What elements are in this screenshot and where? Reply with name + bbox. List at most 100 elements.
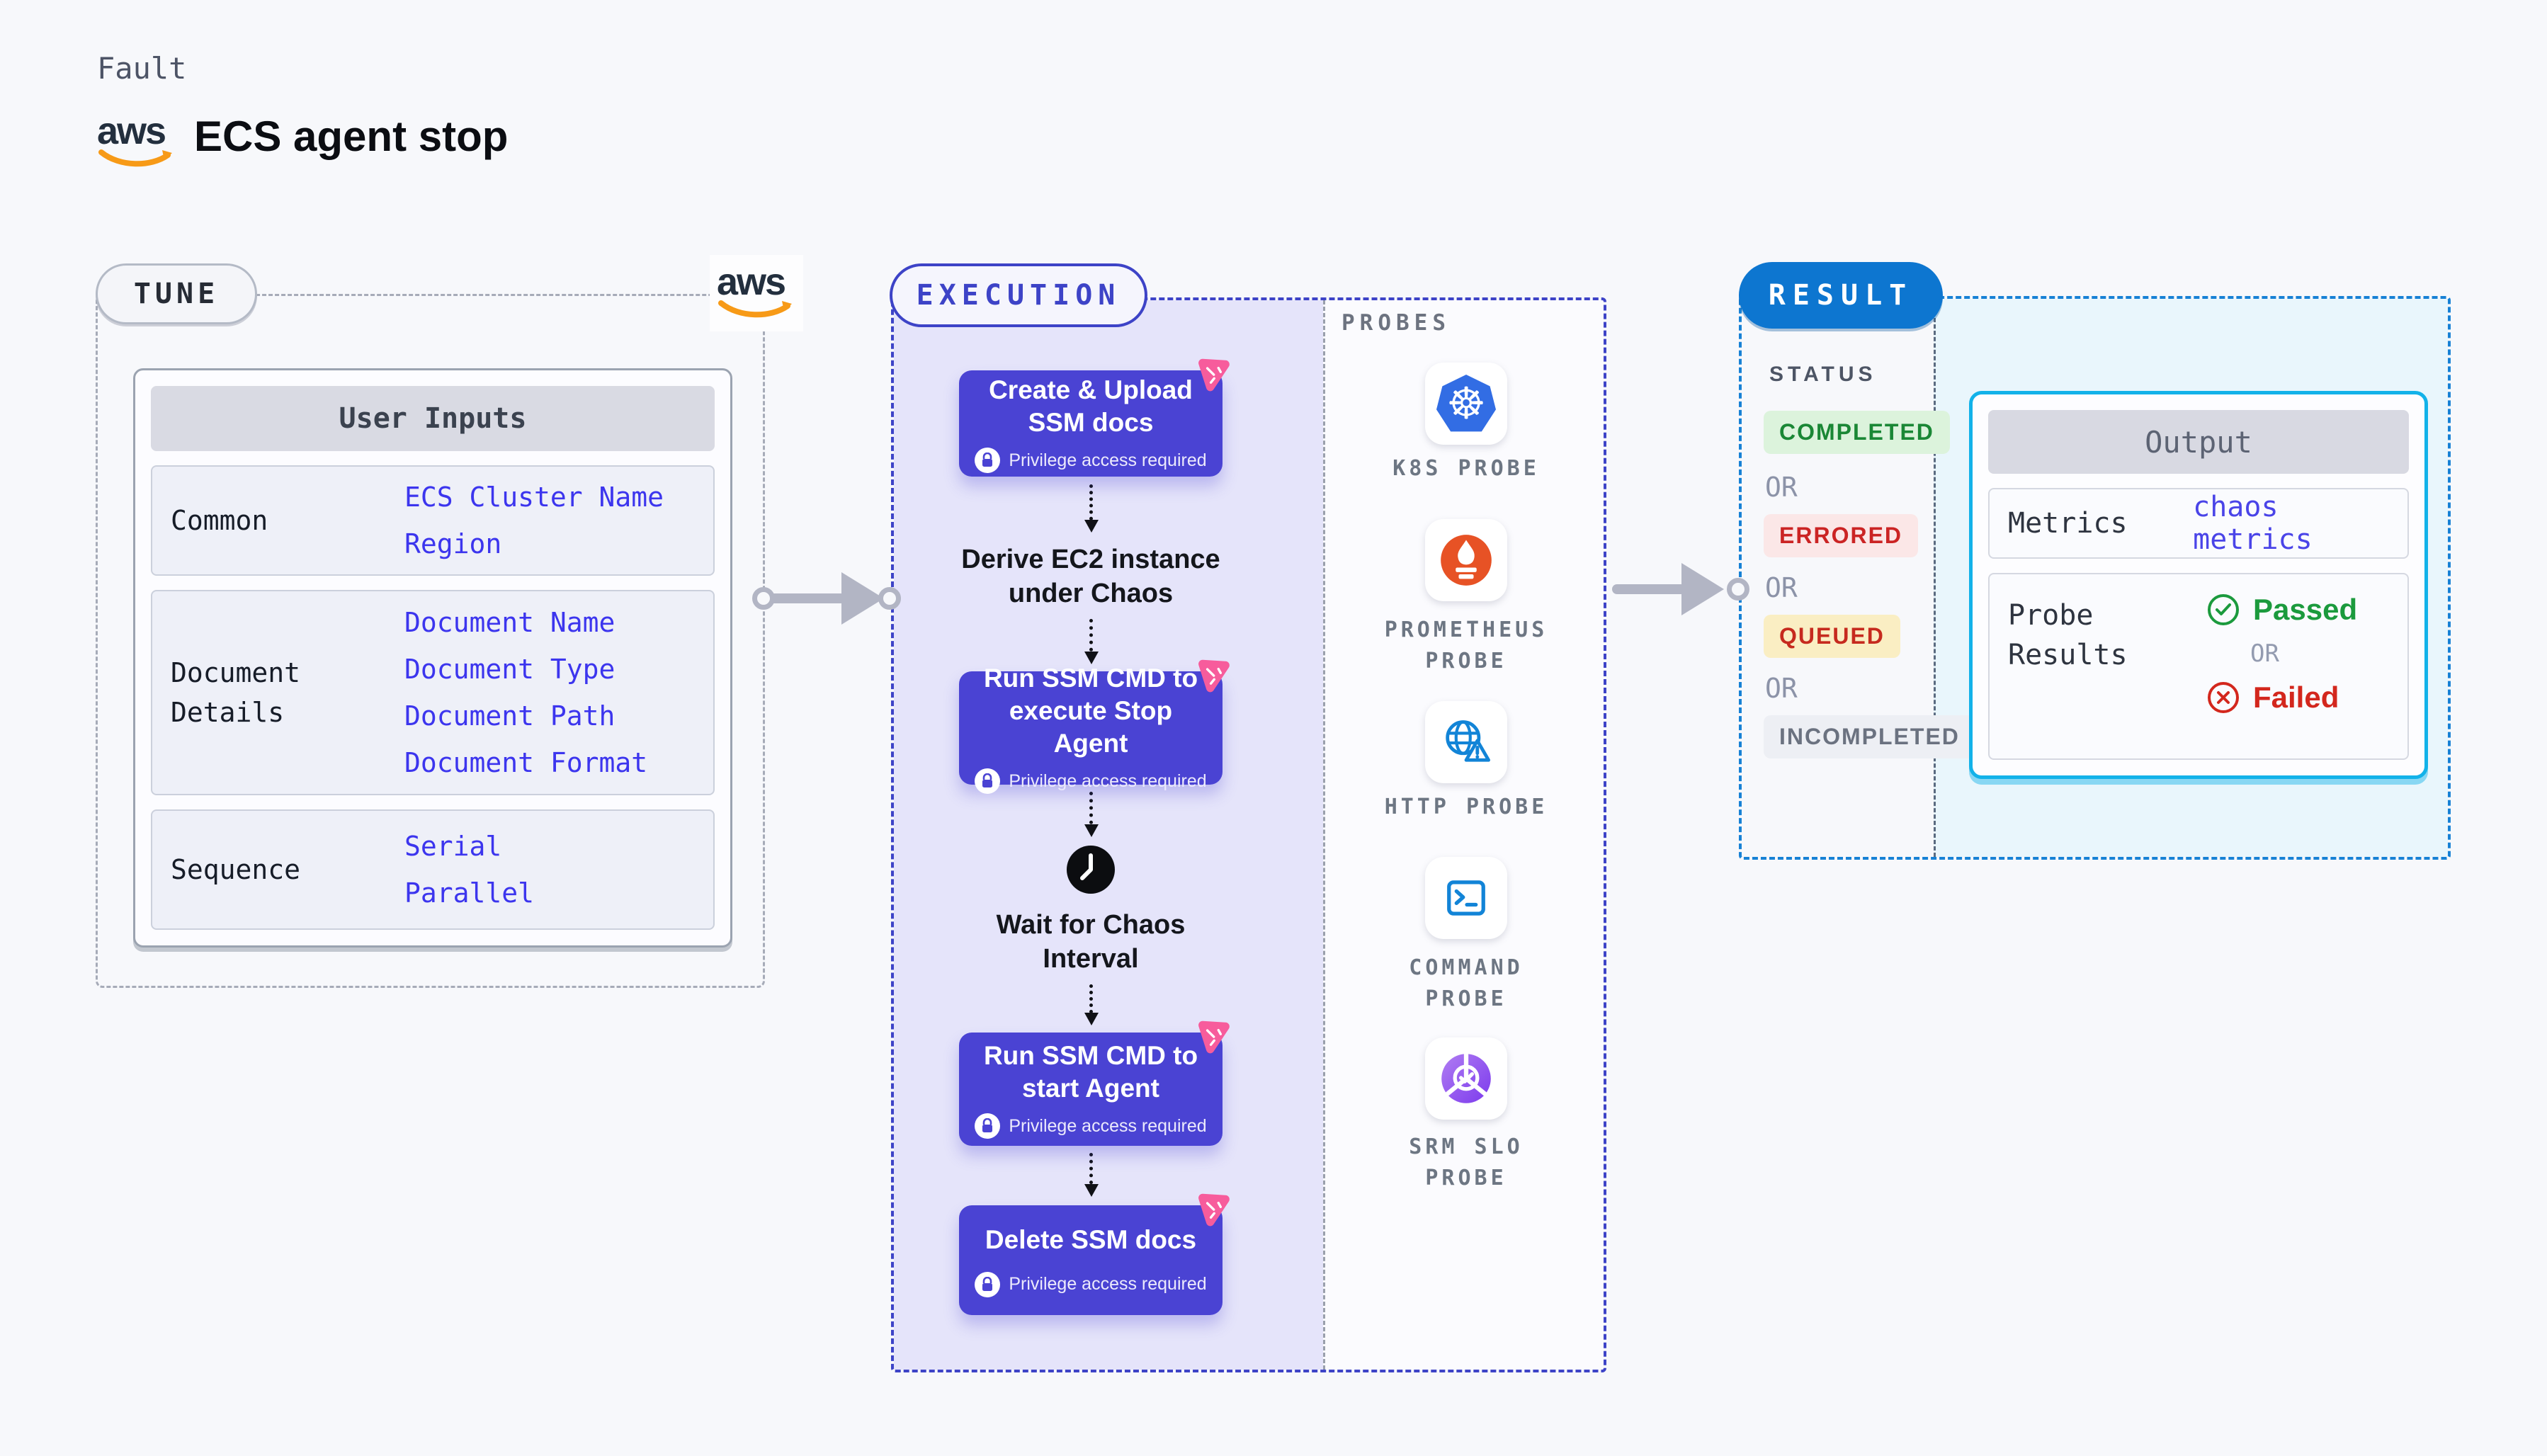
table-row-document-details: Document Details Document Name Document … <box>151 590 715 795</box>
check-circle-icon <box>2208 594 2239 625</box>
or-separator: OR <box>1765 572 1798 603</box>
aws-logo-text: aws <box>97 110 166 152</box>
chaos-fault-icon <box>1198 1193 1230 1227</box>
probe-tile-http <box>1425 701 1507 783</box>
chaos-fault-icon <box>1198 1020 1230 1054</box>
or-separator: OR <box>2250 639 2279 668</box>
probe-label: K8S PROBE <box>1392 456 1540 481</box>
connector-ring <box>878 587 901 610</box>
x-circle-icon <box>2208 682 2239 713</box>
status-badge-completed: COMPLETED <box>1764 411 1950 454</box>
output-row-probe-results: Probe Results Passed OR Failed <box>1988 573 2409 760</box>
user-inputs-header: User Inputs <box>151 386 715 451</box>
input-link-document-format[interactable]: Document Format <box>404 747 648 778</box>
flow-arrow <box>1084 619 1099 664</box>
prometheus-icon <box>1441 535 1492 586</box>
tune-pill: TUNE <box>96 263 257 324</box>
aws-smile-icon <box>98 149 172 167</box>
flow-arrow <box>1084 484 1099 533</box>
probe-results-label: Probe Results <box>2008 599 2128 671</box>
row-label: Sequence <box>171 854 301 885</box>
lock-icon <box>975 1271 1001 1297</box>
execution-to-result-arrow <box>1612 584 1686 594</box>
step-text-derive-ec2: Derive EC2 instance under Chaos <box>961 545 1220 608</box>
result-pill: RESULT <box>1739 262 1943 329</box>
privilege-text: Privilege access required <box>1009 450 1207 470</box>
probe-label: COMMAND PROBE <box>1409 955 1524 1011</box>
chaos-fault-icon <box>1198 659 1230 693</box>
input-link-document-path[interactable]: Document Path <box>404 700 616 732</box>
aws-smile-icon <box>718 300 792 318</box>
clock-icon <box>1065 844 1116 895</box>
step-node-run-ssm-stop-agent: Run SSM CMD to execute Stop Agent Privil… <box>959 664 1223 794</box>
lock-icon <box>975 1113 1001 1139</box>
input-link-document-name[interactable]: Document Name <box>404 607 616 638</box>
user-inputs-table: User Inputs Common ECS Cluster Name Regi… <box>133 368 732 948</box>
lock-icon <box>975 768 1001 794</box>
privilege-text: Privilege access required <box>1009 1115 1207 1136</box>
probe-label: PROMETHEUS PROBE <box>1384 618 1548 673</box>
probe-result-failed: Failed <box>2206 681 2357 715</box>
input-link-serial[interactable]: Serial <box>404 831 502 862</box>
passed-text: Passed <box>2253 593 2358 626</box>
page-title: ECS agent stop <box>194 113 509 160</box>
status-badge-errored: ERRORED <box>1764 514 1919 557</box>
probe-tile-srm-slo <box>1425 1037 1507 1120</box>
privilege-badge: Privilege access required <box>975 448 1207 473</box>
input-link-ecs-cluster-name[interactable]: ECS Cluster Name <box>404 482 664 513</box>
arrow-head <box>1681 563 1724 615</box>
tune-to-execution-arrow <box>768 593 846 603</box>
execution-section <box>891 297 1606 1372</box>
step-title: Run SSM CMD to start Agent <box>983 1041 1198 1103</box>
metrics-label: Metrics <box>2008 507 2128 540</box>
step-node-create-upload-ssm-docs: Create & Upload SSM docs Privilege acces… <box>959 370 1223 477</box>
aws-logo: aws <box>97 112 176 173</box>
slo-check-icon <box>1441 1053 1491 1103</box>
terminal-icon <box>1447 880 1485 916</box>
status-heading: STATUS <box>1769 363 1877 386</box>
table-row-common: Common ECS Cluster Name Region <box>151 465 715 576</box>
result-divider <box>1934 299 1936 857</box>
failed-text: Failed <box>2253 681 2339 714</box>
connector-ring <box>1727 578 1749 601</box>
execution-flow-zone <box>894 300 1323 1370</box>
input-link-document-type[interactable]: Document Type <box>404 654 616 685</box>
execution-pill: EXECUTION <box>890 263 1147 327</box>
output-card: Output Metrics chaos metrics Probe Resul… <box>1969 391 2428 779</box>
privilege-badge: Privilege access required <box>975 768 1207 794</box>
arrow-head <box>841 572 884 625</box>
step-node-delete-ssm-docs: Delete SSM docs Privilege access require… <box>959 1205 1223 1315</box>
connector-ring <box>752 587 775 610</box>
probes-heading: PROBES <box>1341 310 1451 336</box>
step-text-wait-interval: Wait for Chaos Interval <box>996 910 1186 974</box>
step-title: Create & Upload SSM docs <box>989 375 1193 437</box>
table-row-sequence: Sequence Serial Parallel <box>151 809 715 930</box>
step-title: Run SSM CMD to execute Stop Agent <box>983 664 1198 758</box>
chaos-fault-icon <box>1198 358 1230 392</box>
kubernetes-icon: ☸ <box>1436 375 1496 432</box>
probes-zone <box>1323 300 1604 1370</box>
privilege-text: Privilege access required <box>1009 1274 1207 1294</box>
status-badge-queued: QUEUED <box>1764 615 1900 658</box>
http-globe-icon <box>1446 720 1490 762</box>
step-title: Delete SSM docs <box>985 1224 1197 1254</box>
flow-arrow <box>1084 792 1099 837</box>
status-badge-incompleted: INCOMPLETED <box>1764 715 1975 758</box>
aws-logo-text: aws <box>717 261 786 303</box>
probe-result-passed: Passed <box>2206 593 2357 627</box>
aws-logo-badge: aws <box>710 255 803 331</box>
tune-section <box>96 294 765 988</box>
probe-tile-k8s: ☸ <box>1425 363 1507 445</box>
flow-arrow <box>1084 984 1099 1025</box>
flow-arrow <box>1084 1153 1099 1197</box>
probe-tile-command <box>1425 857 1507 939</box>
fault-eyebrow: Fault <box>97 51 187 86</box>
chaos-metrics-link[interactable]: chaos metrics <box>2193 491 2313 556</box>
probe-label: HTTP PROBE <box>1384 795 1548 819</box>
input-link-parallel[interactable]: Parallel <box>404 877 535 909</box>
or-separator: OR <box>1765 472 1798 503</box>
input-link-region[interactable]: Region <box>404 528 502 559</box>
output-row-metrics: Metrics chaos metrics <box>1988 488 2409 559</box>
lock-icon <box>975 448 1001 473</box>
